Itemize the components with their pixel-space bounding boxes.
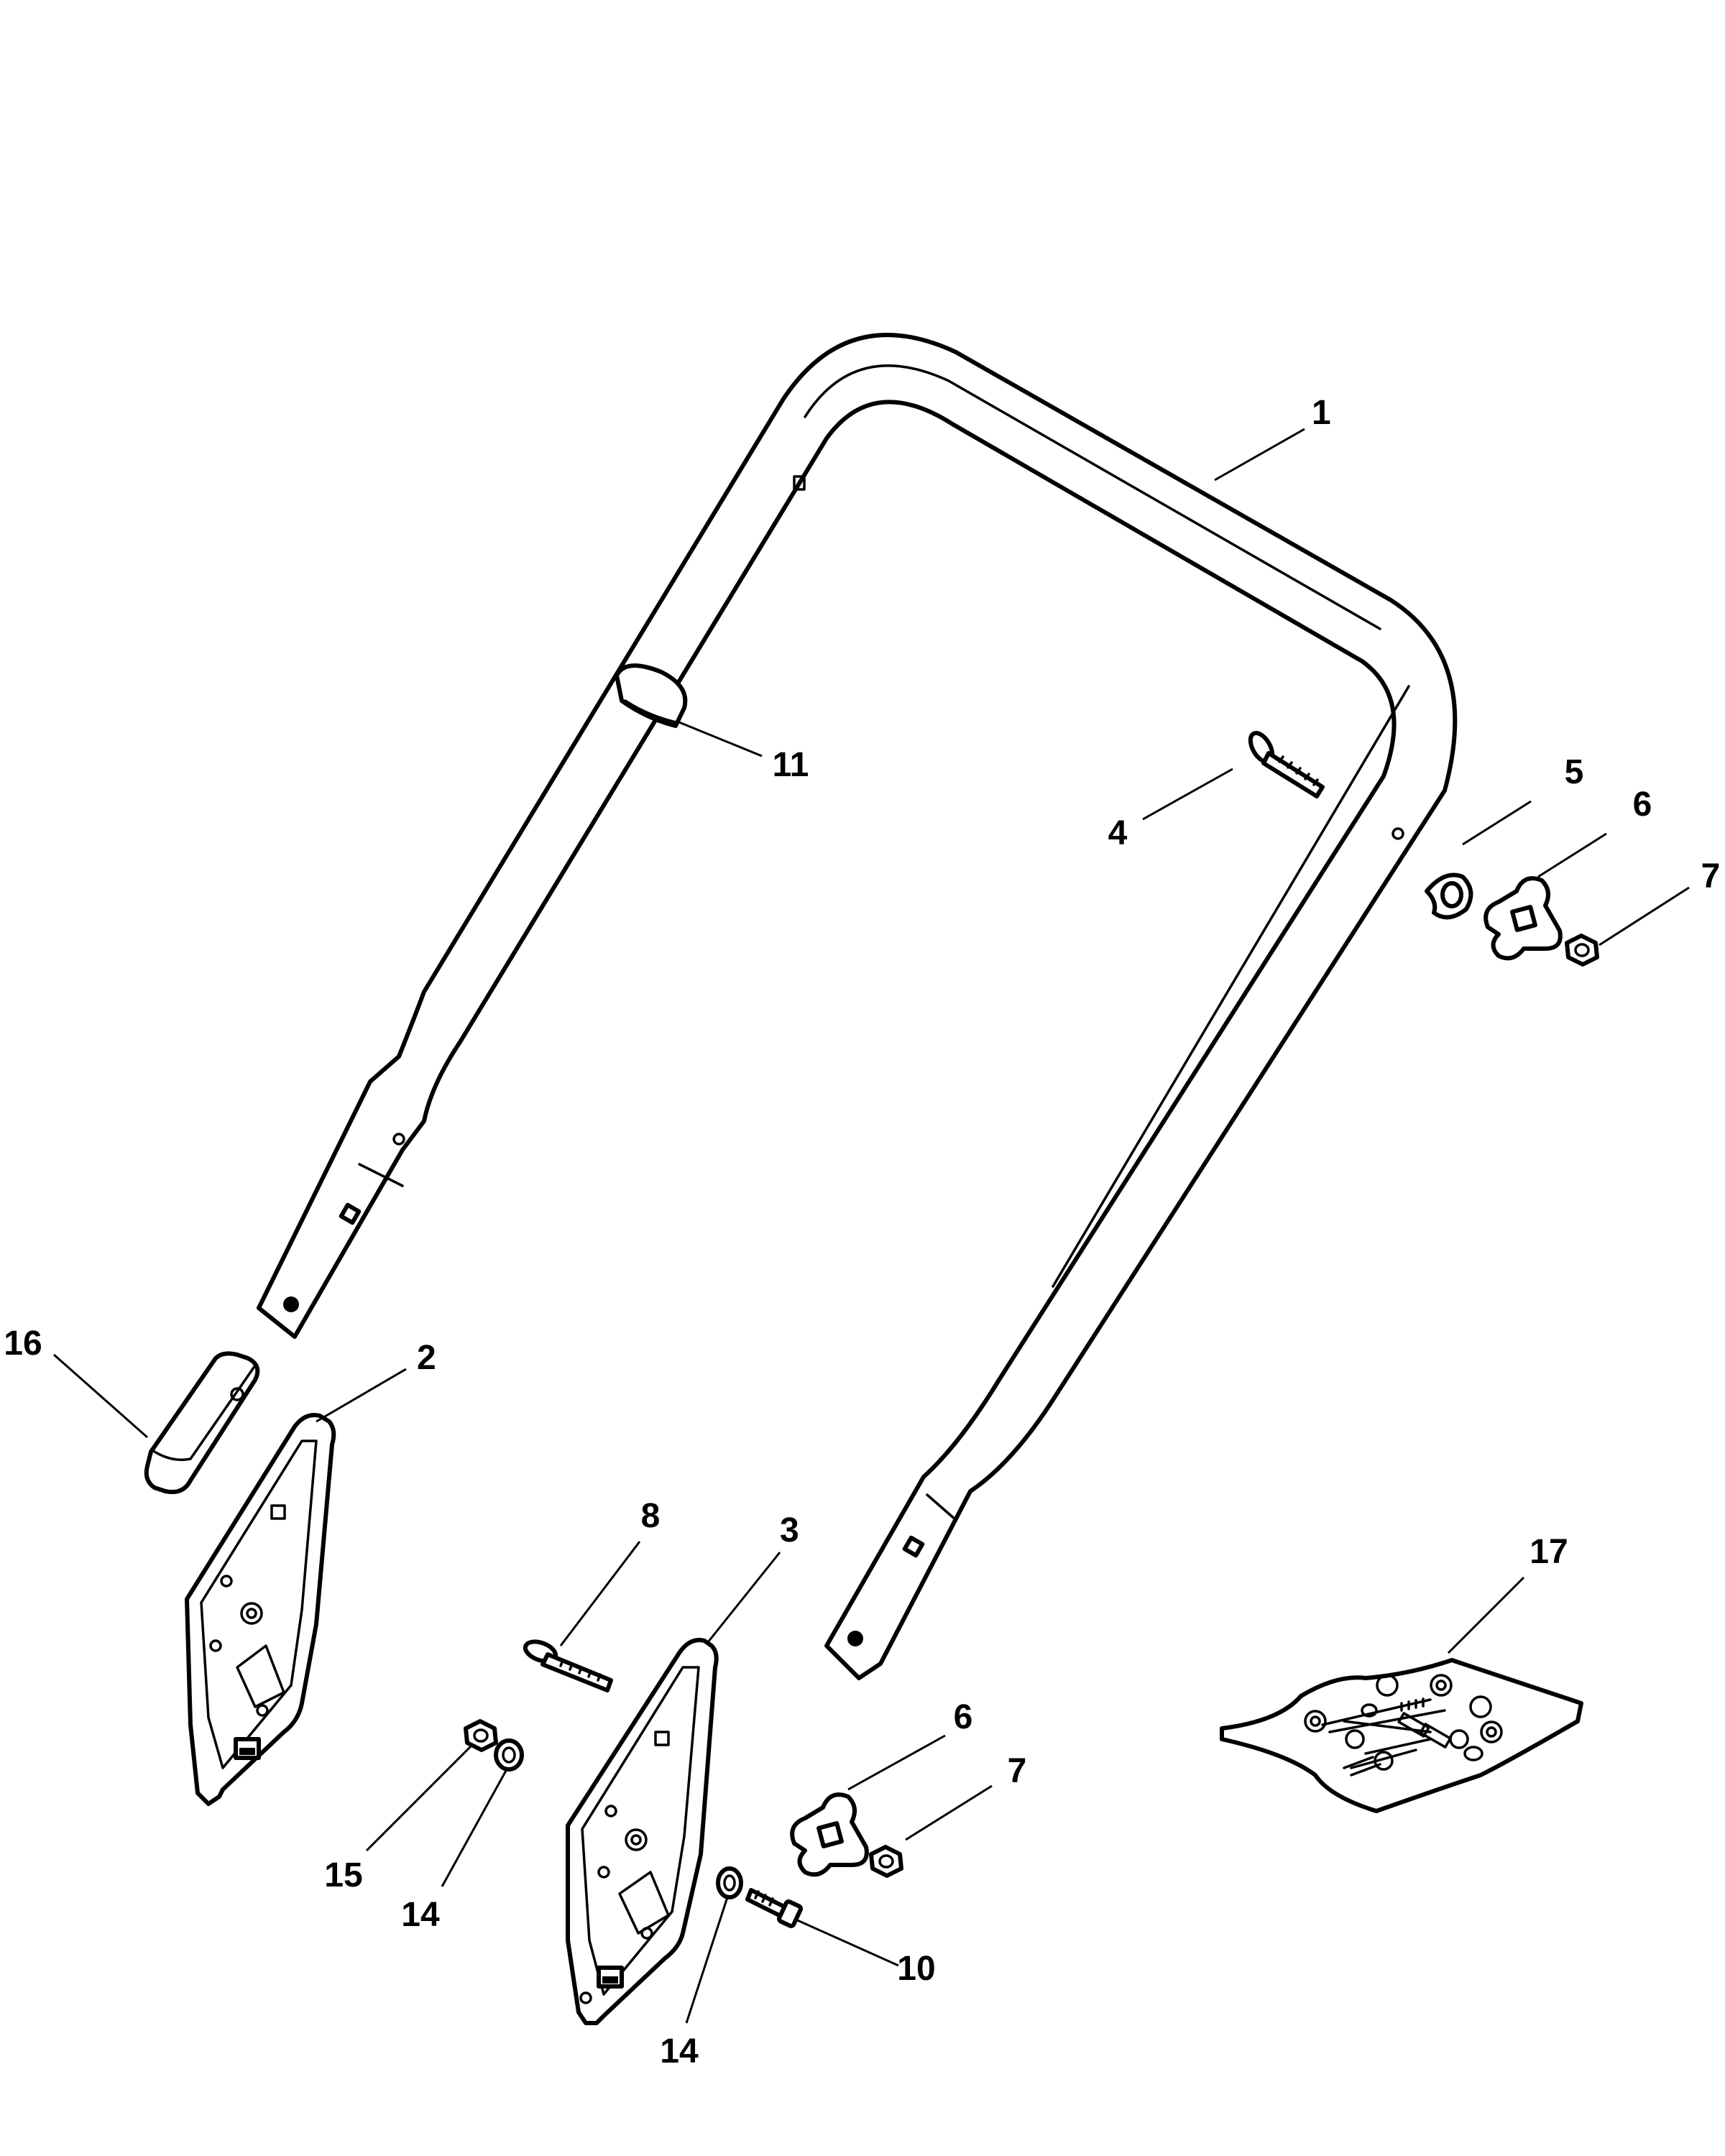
leader-7b — [905, 1784, 993, 1841]
callout-14b: 14 — [660, 2032, 699, 2070]
carriage-bolt-upper-part — [1248, 731, 1325, 798]
callout-15: 15 — [324, 1856, 362, 1894]
right-bracket-plate-part — [566, 1638, 719, 2025]
callout-4: 4 — [1108, 814, 1128, 852]
leader-6b — [847, 1734, 946, 1791]
callout-1: 1 — [1312, 394, 1331, 432]
washer-right-part — [716, 1866, 743, 1899]
callout-numbers: 1 2 3 4 5 6 6 7 7 8 10 11 14 14 15 16 17 — [4, 394, 1720, 2070]
callout-14a: 14 — [401, 1896, 440, 1934]
leader-16 — [53, 1353, 148, 1439]
leader-3 — [707, 1552, 781, 1643]
callout-7a: 7 — [1701, 857, 1721, 895]
callout-8: 8 — [641, 1497, 661, 1535]
carriage-bolt-lower-part — [523, 1639, 613, 1692]
washer-left-part — [494, 1738, 524, 1772]
leader-8 — [559, 1541, 641, 1646]
callout-11: 11 — [773, 746, 809, 784]
leader-15 — [365, 1745, 472, 1852]
callout-6b: 6 — [954, 1698, 973, 1736]
nut-lower-right-part — [869, 1845, 903, 1878]
nut-upper-part — [1565, 934, 1599, 967]
leader-1 — [1214, 428, 1305, 482]
screw-part — [745, 1888, 803, 1928]
left-bracket-plate-part — [185, 1413, 336, 1806]
nut-lower-left-part — [464, 1719, 498, 1752]
leader-14a — [441, 1769, 508, 1887]
star-knob-lower-part — [790, 1792, 869, 1877]
leader-17 — [1447, 1576, 1525, 1654]
callout-5: 5 — [1565, 753, 1584, 791]
callout-10: 10 — [897, 1950, 935, 1988]
leader-4 — [1142, 768, 1233, 821]
callout-2: 2 — [417, 1339, 436, 1377]
spacer-block-part — [144, 1351, 260, 1494]
leader-5 — [1462, 800, 1532, 846]
leader-10 — [794, 1917, 899, 1967]
hardware-kit-bag-part — [1220, 1658, 1583, 1813]
cam-washer-part — [1425, 872, 1473, 920]
callout-17: 17 — [1530, 1533, 1568, 1571]
leader-2 — [316, 1368, 407, 1423]
leader-7a — [1598, 886, 1690, 946]
star-knob-upper-part — [1484, 876, 1563, 961]
leader-14b — [685, 1897, 729, 2024]
callout-16: 16 — [4, 1325, 42, 1363]
callout-7b: 7 — [1008, 1752, 1027, 1790]
leader-11 — [675, 719, 763, 757]
leader-lines — [53, 428, 1690, 2024]
handle-tube-part — [257, 333, 1458, 1680]
leader-6a — [1537, 832, 1607, 878]
callout-6a: 6 — [1633, 786, 1652, 824]
callout-3: 3 — [780, 1511, 799, 1549]
